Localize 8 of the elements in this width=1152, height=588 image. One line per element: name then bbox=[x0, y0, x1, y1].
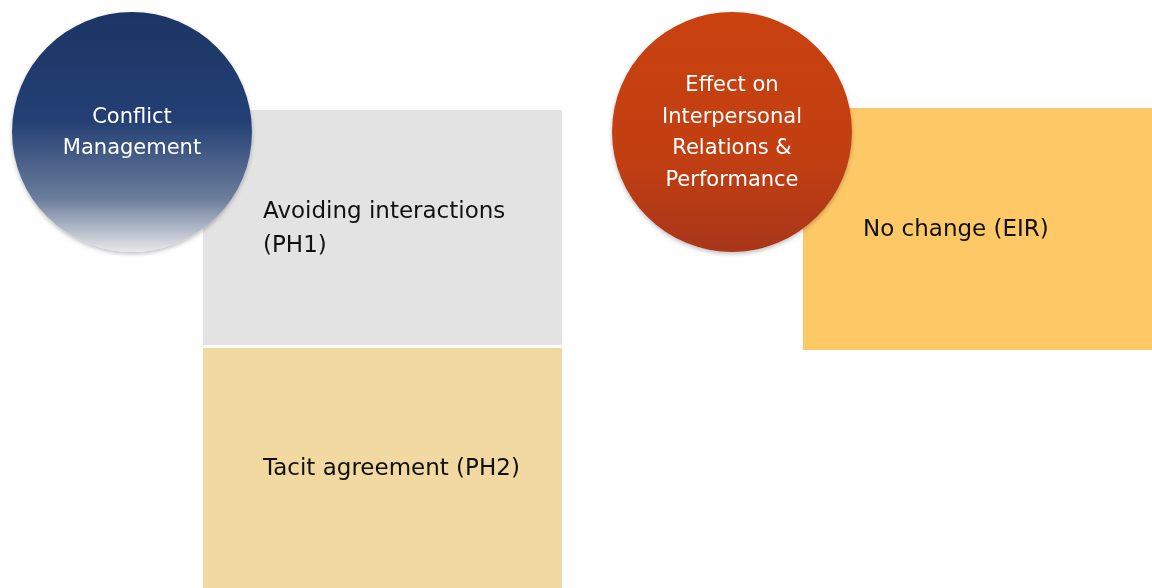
node-label: No change (EIR) bbox=[863, 214, 1049, 244]
node-label: Avoiding interactions (PH1) bbox=[263, 196, 507, 259]
node-label: Tacit agreement (PH2) bbox=[263, 453, 520, 483]
process-box bbox=[803, 108, 1152, 350]
process-box bbox=[203, 110, 562, 345]
node-label: Effect on Interpersonal Relations & Performance bbox=[661, 71, 803, 193]
node-label: Conflict Management bbox=[61, 102, 203, 161]
process-box bbox=[203, 348, 562, 588]
